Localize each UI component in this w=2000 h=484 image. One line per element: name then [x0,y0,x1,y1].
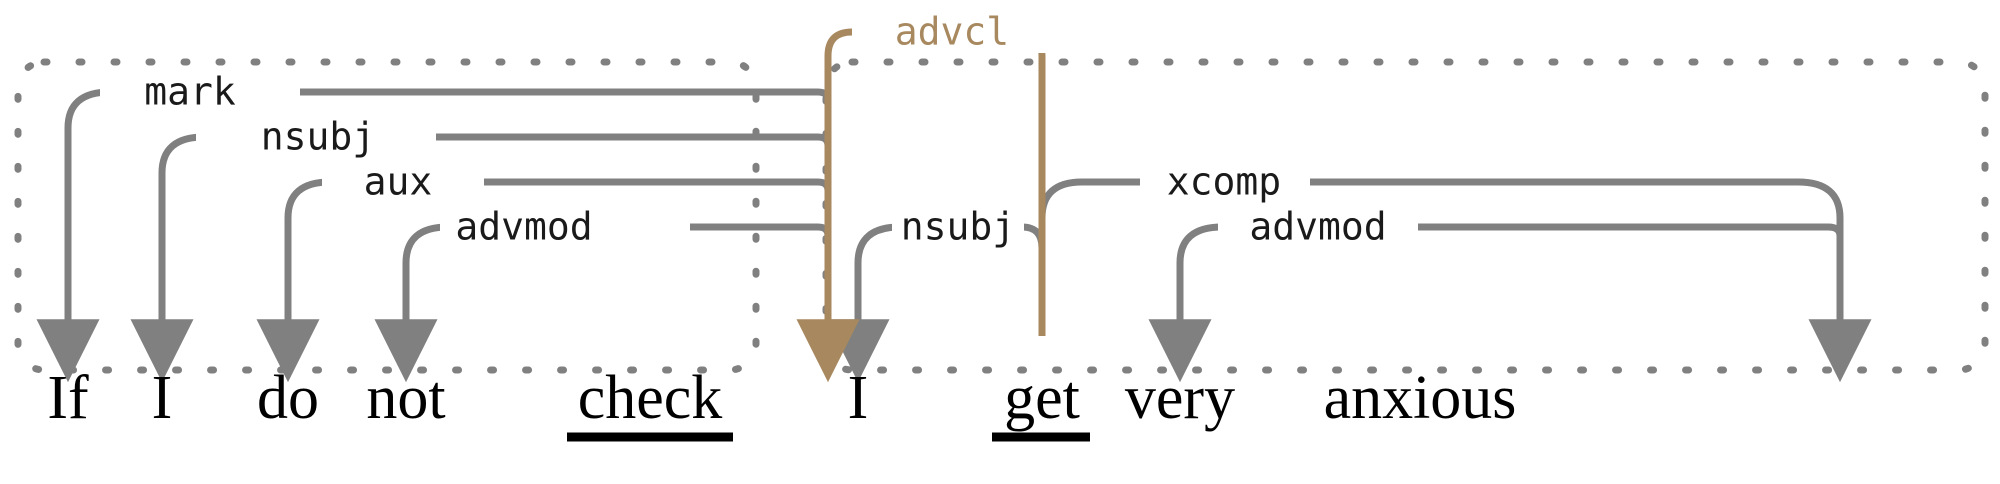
word-anxious: anxious [1324,364,1517,432]
arc-xcomp [1038,178,1872,383]
label-mark: mark [144,70,236,114]
label-bg-advmod-2 [1218,207,1418,249]
label-bg-advcl [852,11,1052,53]
label-bg-xcomp [1140,162,1310,204]
word-not: not [366,364,445,432]
word-if: If [47,364,89,432]
word-get: get [1004,364,1080,432]
label-aux: aux [364,160,433,204]
label-nsubj-2: nsubj [901,205,1015,249]
clause-box-2 [822,58,1989,374]
label-bg-aux [322,162,484,204]
label-advcl: advcl [895,10,1009,54]
label-nsubj-1: nsubj [261,115,375,159]
label-bg-nsubj-2 [892,207,1024,249]
word-do: do [257,364,319,432]
word-i-2: I [848,364,869,432]
word-very: very [1125,364,1235,432]
label-bg-advmod-1 [440,207,690,249]
label-bg-mark [100,72,300,114]
word-check: check [578,364,723,432]
label-advmod-2: advmod [1249,205,1386,249]
label-xcomp: xcomp [1167,160,1281,204]
label-bg-nsubj-1 [196,117,436,159]
label-advmod-1: advmod [455,205,592,249]
word-i-1: I [152,364,173,432]
